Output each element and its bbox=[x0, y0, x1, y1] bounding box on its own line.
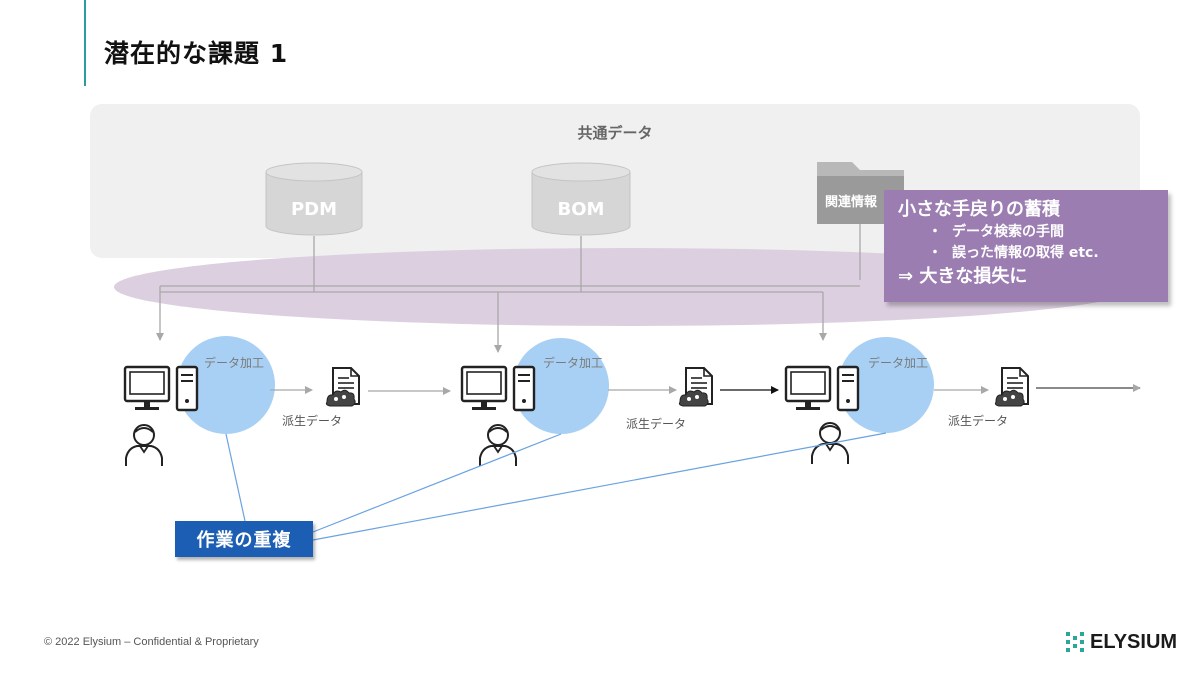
person-icon bbox=[479, 424, 517, 467]
pdm-database-icon: PDM bbox=[265, 162, 363, 236]
person-icon bbox=[125, 424, 163, 467]
flow-arrows bbox=[270, 384, 1141, 395]
process-label: データ加工 bbox=[204, 355, 264, 370]
computer-icon bbox=[460, 365, 536, 412]
derived-data-label: 派生データ bbox=[626, 416, 686, 431]
computer-icon bbox=[123, 365, 199, 412]
bom-database-icon: BOM bbox=[531, 162, 631, 236]
bullet: ・ bbox=[928, 245, 942, 261]
callout-title: 小さな手戻りの蓄積 bbox=[898, 199, 1060, 220]
derived-data-label: 派生データ bbox=[282, 413, 342, 428]
rework-callout: 小さな手戻りの蓄積 ・データ検索の手間 ・誤った情報の取得 etc. ⇒ 大きな… bbox=[884, 190, 1168, 302]
document-icon bbox=[678, 367, 713, 407]
process-circle bbox=[177, 336, 275, 434]
process-label: データ加工 bbox=[868, 355, 928, 370]
callout-result: ⇒ 大きな損失に bbox=[898, 266, 1028, 287]
computer-icon bbox=[784, 365, 860, 412]
folder-label: 関連情報 bbox=[825, 194, 878, 210]
process-label: データ加工 bbox=[543, 355, 603, 370]
document-icon bbox=[994, 367, 1029, 407]
derived-data-label: 派生データ bbox=[948, 413, 1008, 428]
duplication-label: 作業の重複 bbox=[175, 521, 313, 557]
callout-item-text: データ検索の手間 bbox=[952, 224, 1064, 240]
process-circle bbox=[838, 337, 934, 433]
title-accent-bar bbox=[84, 0, 86, 86]
page-title: 潜在的な課題 1 bbox=[104, 39, 289, 68]
footer-copyright: © 2022 Elysium – Confidential & Propriet… bbox=[44, 636, 259, 648]
elysium-logo-icon bbox=[1066, 632, 1084, 652]
folder-icon: 関連情報 bbox=[817, 162, 904, 224]
pdm-label: PDM bbox=[291, 199, 337, 220]
logo-text: ELYSIUM bbox=[1090, 630, 1178, 653]
document-icon bbox=[325, 367, 360, 407]
elysium-logo: ELYSIUM bbox=[1064, 628, 1177, 656]
common-data-label: 共通データ bbox=[577, 124, 653, 142]
bullet: ・ bbox=[928, 224, 942, 240]
bom-label: BOM bbox=[558, 199, 605, 220]
callout-item-text: 誤った情報の取得 etc. bbox=[952, 245, 1099, 261]
data-connectors bbox=[156, 224, 861, 353]
duplication-connectors bbox=[225, 432, 887, 541]
process-circle bbox=[513, 338, 609, 434]
callout-item: ・データ検索の手間 bbox=[898, 222, 1154, 243]
callout-item: ・誤った情報の取得 etc. bbox=[898, 243, 1154, 264]
